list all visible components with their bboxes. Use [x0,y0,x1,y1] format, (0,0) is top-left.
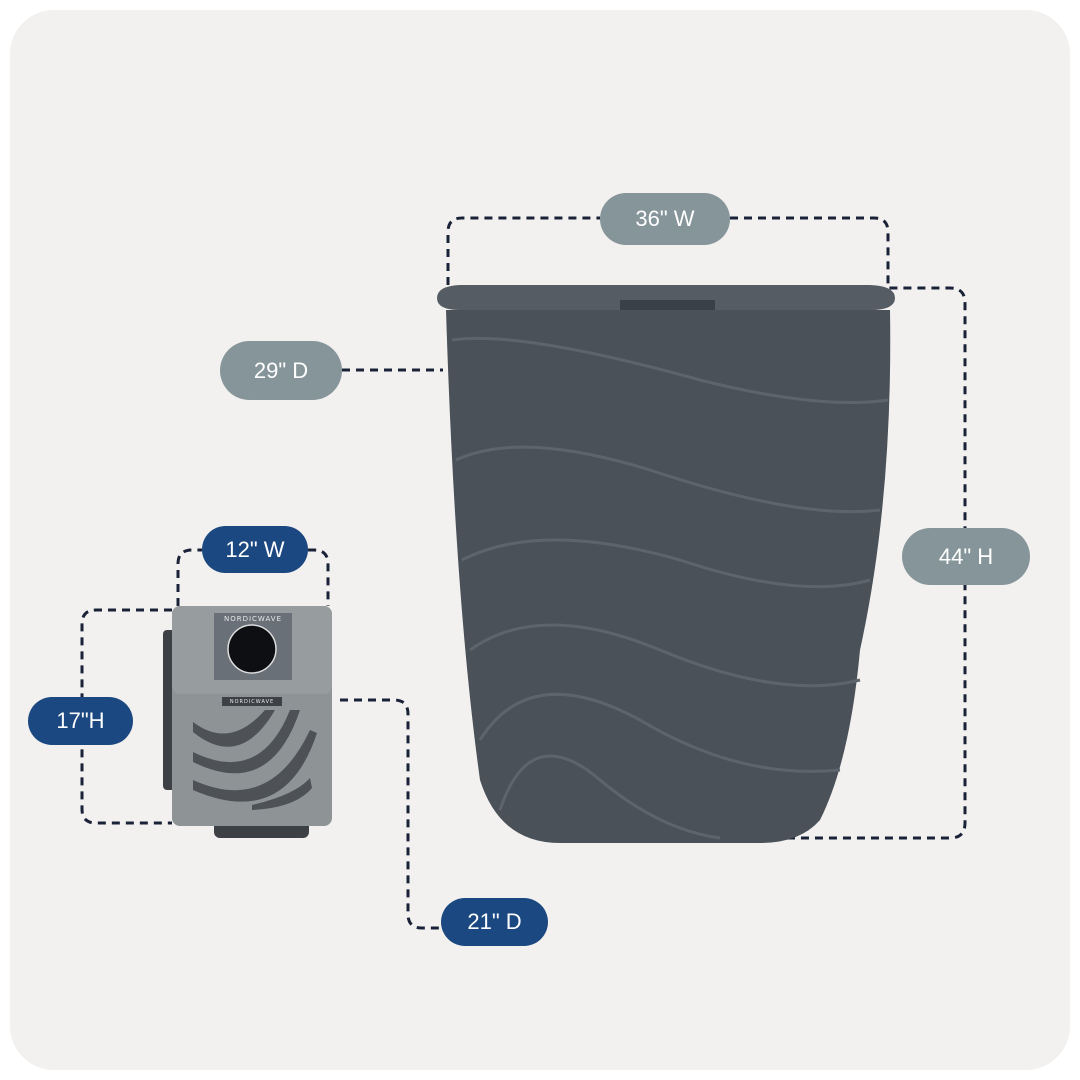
chiller-width-label: 12" W [202,526,308,573]
chiller-depth-line [340,698,441,930]
chiller-panel-brand: NORDICWAVE [223,615,283,623]
cold-plunge-tub [437,285,895,843]
chiller-height-label: 17"H [28,697,133,745]
chiller-unit [163,606,332,838]
tub-height-label: 44" H [902,528,1030,585]
tub-depth-label: 29" D [220,341,342,400]
dimension-lines [80,216,967,930]
chiller-width-line [176,548,330,606]
chiller-depth-label: 21" D [441,898,548,946]
tub-width-line [446,216,967,840]
tub-width-label: 36" W [600,193,730,245]
chiller-height-line [80,608,172,825]
chiller-plate-brand: NORDICWAVE [229,698,275,705]
